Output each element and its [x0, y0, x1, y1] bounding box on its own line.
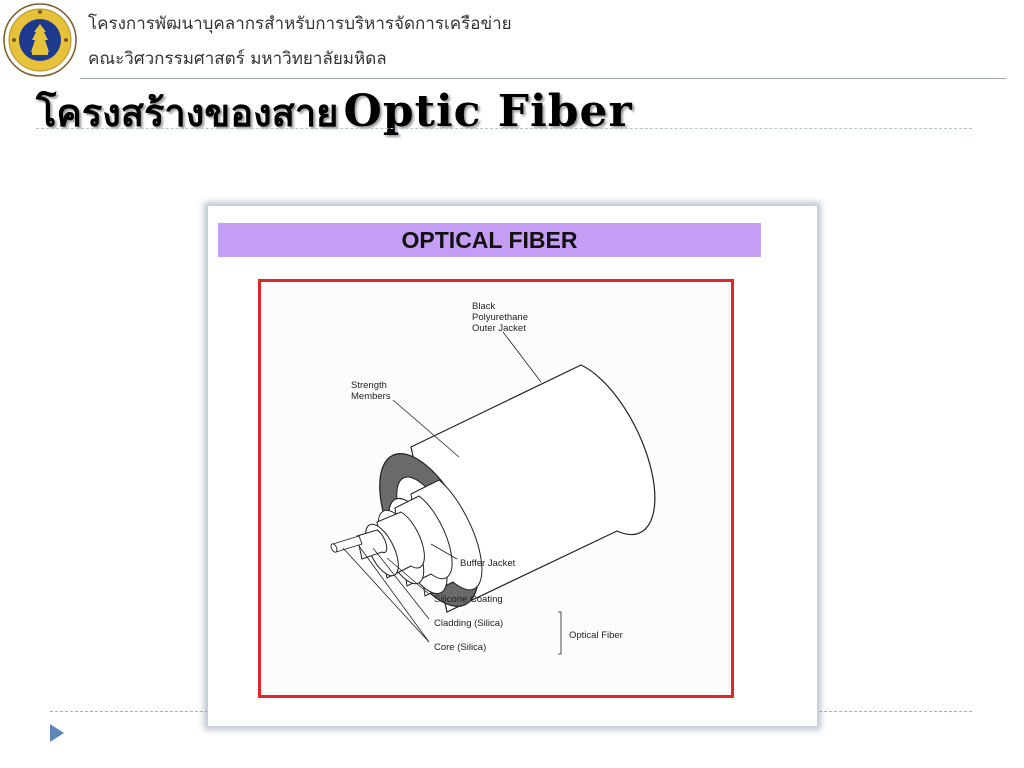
next-triangle-icon[interactable] [50, 724, 64, 742]
optical-fiber-figure: OPTICAL FIBER [207, 205, 818, 727]
label-cladding: Cladding (Silica) [434, 618, 503, 629]
organization-line-2: คณะวิศวกรรมศาสตร์ มหาวิทยาลัยมหิดล [88, 49, 387, 69]
label-core: Core (Silica) [434, 642, 486, 653]
slide-title-english: Optic Fiber [343, 86, 633, 137]
slide-title: โครงสร้างของสาย Optic Fiber [36, 82, 633, 143]
figure-banner: OPTICAL FIBER [218, 223, 761, 257]
fiber-cross-section-diagram: Black Polyurethane Outer Jacket Strength… [330, 301, 656, 655]
fiber-diagram-box: Black Polyurethane Outer Jacket Strength… [258, 279, 734, 698]
label-outer-jacket-1: Black [472, 301, 495, 312]
label-outer-jacket-3: Outer Jacket [472, 323, 526, 334]
label-strength-1: Strength [351, 380, 387, 391]
university-seal-icon [2, 2, 78, 78]
label-outer-jacket-2: Polyurethane [472, 312, 528, 323]
label-optical-fiber-group: Optical Fiber [569, 630, 623, 641]
slide-title-thai: โครงสร้างของสาย [36, 91, 339, 135]
label-silicone-coating: Silicone Coating [434, 594, 503, 605]
title-divider [36, 128, 972, 129]
label-buffer-jacket: Buffer Jacket [460, 558, 516, 569]
label-strength-2: Members [351, 391, 391, 402]
header-divider [80, 78, 1006, 79]
organization-line-1: โครงการพัฒนาบุคลากรสำหรับการบริหารจัดการ… [88, 14, 512, 34]
